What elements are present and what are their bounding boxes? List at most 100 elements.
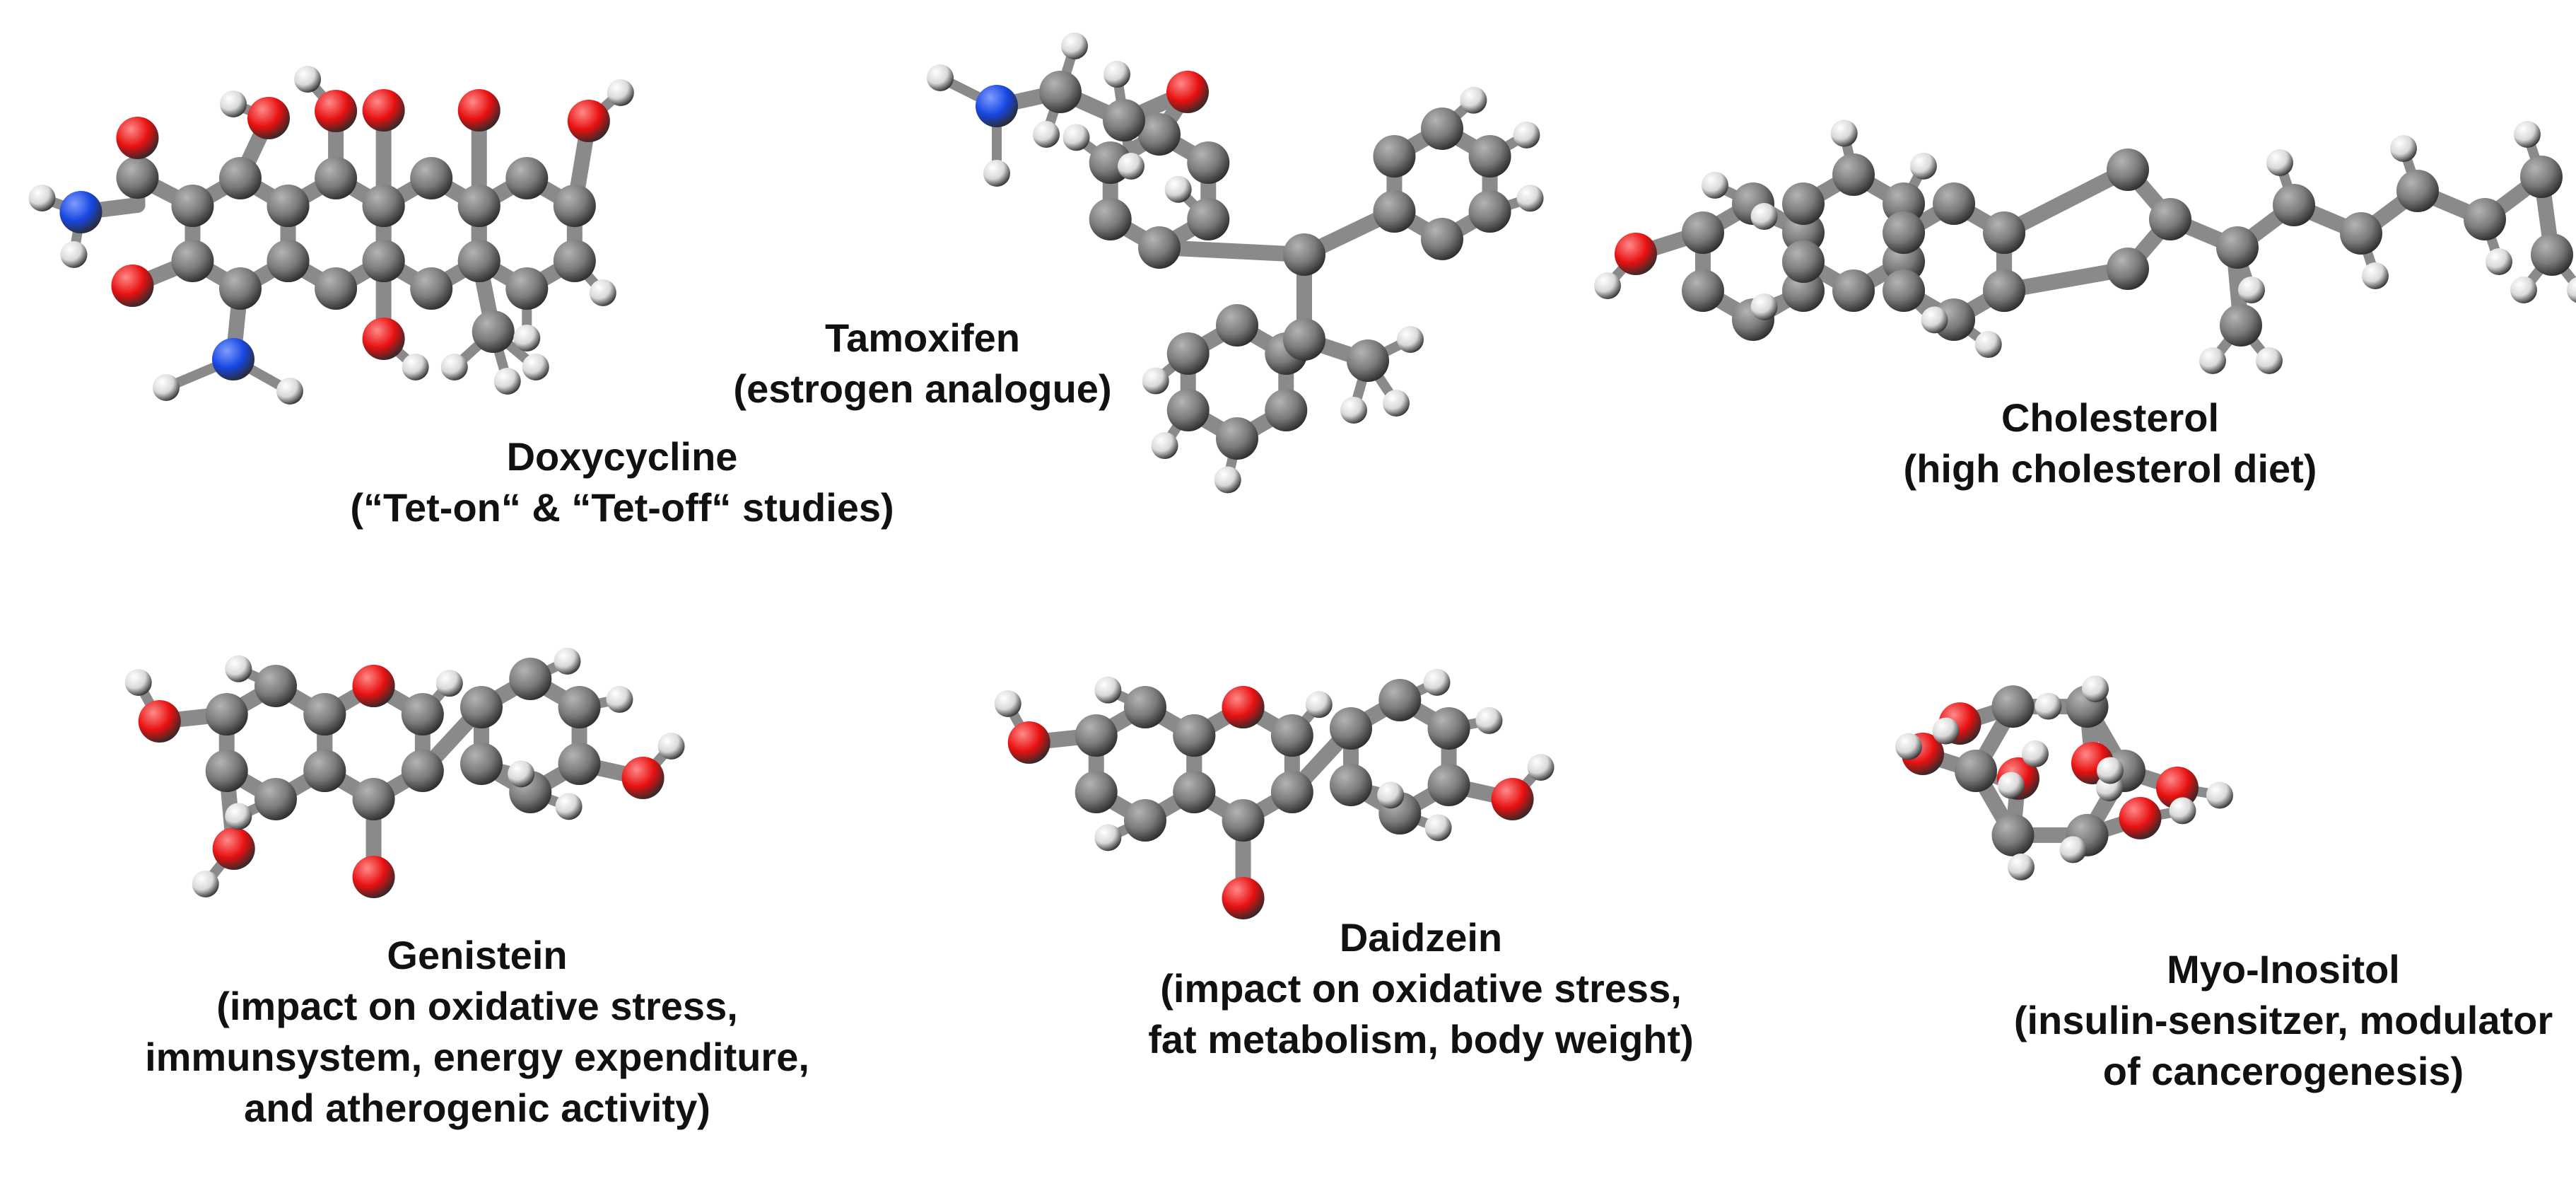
myo-inositol-atom-C — [1955, 750, 1997, 792]
doxycycline-atom-C — [505, 157, 549, 199]
myo-inositol-atom-H — [2097, 757, 2124, 784]
daidzein-atom-H — [1527, 754, 1555, 781]
tamoxifen-atom-C — [1373, 135, 1416, 178]
genistein-name: Genistein — [387, 933, 568, 977]
myo-inositol-atom-C — [1991, 685, 2035, 728]
myo-inositol-atom-H — [2206, 781, 2233, 809]
cholesterol-atom-C — [1933, 298, 1976, 341]
myo-inositol-atom-H — [1932, 717, 1960, 745]
daidzein-description-line-1: (impact on oxidative stress, — [1160, 966, 1682, 1011]
tamoxifen-atom-C — [1421, 218, 1463, 260]
myo-inositol-description-line-1: (insulin-sensitzer, modulator — [2013, 998, 2553, 1042]
cholesterol-atom-O — [1614, 233, 1657, 275]
doxycycline-atom-H — [402, 354, 429, 380]
doxycycline-atom-O — [116, 117, 159, 159]
tamoxifen-atom-C — [1103, 99, 1145, 141]
genistein-atom-C — [303, 693, 346, 735]
doxycycline-atom-C — [457, 185, 500, 227]
daidzein-atom-H — [1094, 824, 1122, 851]
doxycycline-caption: Doxycycline (“Tet-on“ & “Tet-off“ studie… — [350, 431, 894, 533]
cholesterol-atom-C — [1883, 269, 1926, 312]
tamoxifen-bond — [1152, 240, 1312, 262]
myo-inositol-atom-H — [2008, 853, 2035, 880]
tamoxifen-atom-C — [1283, 318, 1325, 361]
daidzein-atom-O — [1222, 686, 1265, 728]
doxycycline-atom-H — [276, 378, 303, 405]
cholesterol-atom-H — [1830, 120, 1858, 147]
daidzein-atom-H — [1424, 814, 1452, 842]
genistein-description-line-3: and atherogenic activity) — [244, 1086, 710, 1130]
daidzein-atom-C — [1427, 764, 1470, 806]
genistein-atom-H — [435, 670, 463, 697]
cholesterol-atom-H — [1593, 272, 1621, 299]
genistein-atom-C — [352, 778, 395, 820]
cholesterol-atom-C — [1832, 269, 1875, 312]
doxycycline-name: Doxycycline — [506, 434, 738, 479]
cholesterol-atom-H — [2510, 277, 2537, 303]
cholesterol-atom-C — [1933, 182, 1976, 225]
daidzein-atom-H — [994, 690, 1021, 717]
cholesterol-atom-C — [1782, 211, 1825, 254]
cholesterol-atom-C — [1983, 269, 2026, 312]
daidzein-atom-C — [1427, 707, 1470, 750]
cholesterol-atom-C — [1883, 211, 1926, 254]
doxycycline-atom-C — [116, 156, 159, 199]
daidzein-atom-C — [1222, 799, 1265, 842]
cholesterol-atom-C — [1832, 153, 1875, 196]
doxycycline-atom-N — [59, 191, 103, 233]
genistein-atom-C — [558, 743, 601, 785]
daidzein-atom-C — [1378, 679, 1422, 721]
doxycycline-atom-H — [493, 368, 521, 395]
daidzein-atom-C — [1075, 771, 1118, 813]
cholesterol-atom-C — [2396, 170, 2439, 212]
genistein-description-line-2: immunsystem, energy expenditure, — [145, 1035, 809, 1079]
daidzein-atom-C — [1329, 764, 1372, 806]
daidzein-atom-O — [1007, 721, 1050, 764]
daidzein-atom-H — [1377, 781, 1405, 809]
cholesterol-atom-C — [1782, 182, 1825, 225]
cholesterol-atom-C — [2531, 233, 2573, 276]
tamoxifen-atom-H — [983, 160, 1010, 187]
doxycycline-atom-O — [247, 97, 290, 139]
tamoxifen-atom-C — [1187, 198, 1230, 240]
doxycycline-atom-C — [171, 185, 214, 227]
tamoxifen-atom-H — [1033, 121, 1060, 148]
cholesterol-atom-H — [1909, 152, 1937, 180]
doxycycline-atom-H — [60, 241, 88, 268]
cholesterol-atom-H — [2567, 277, 2576, 303]
genistein-atom-H — [555, 793, 582, 820]
tamoxifen-atom-C — [1166, 332, 1210, 375]
genistein-atom-O — [621, 757, 665, 799]
tamoxifen-atom-H — [1460, 86, 1487, 114]
tamoxifen-atom-H — [1062, 124, 1090, 151]
daidzein-atom-C — [1173, 771, 1216, 813]
cholesterol-name: Cholesterol — [2001, 395, 2220, 440]
tamoxifen-atom-C — [1089, 198, 1132, 240]
doxycycline-atom-N — [212, 338, 254, 380]
doxycycline-atom-C — [219, 157, 262, 199]
daidzein-atom-H — [1423, 668, 1451, 696]
cholesterol-atom-C — [2273, 184, 2315, 226]
tamoxifen-atom-C — [1265, 389, 1308, 431]
daidzein-name: Daidzein — [1339, 915, 1503, 960]
doxycycline-atom-C — [315, 157, 358, 199]
daidzein-description-line-2: fat metabolism, body weight) — [1148, 1017, 1694, 1062]
genistein-atom-O — [212, 827, 255, 870]
daidzein-atom-O — [1491, 778, 1534, 820]
myo-inositol-atom-H — [2035, 692, 2062, 720]
tamoxifen-atom-H — [1061, 33, 1088, 59]
cholesterol-atom-C — [2216, 226, 2259, 269]
doxycycline-atom-H — [513, 325, 541, 351]
doxycycline-atom-C — [457, 240, 500, 282]
myo-inositol-atom-C — [1991, 813, 2035, 856]
doxycycline-atom-O — [362, 89, 405, 132]
tamoxifen-atom-H — [1142, 367, 1169, 395]
cholesterol-atom-H — [2256, 347, 2283, 374]
tamoxifen-atom-C — [1216, 304, 1258, 347]
myo-inositol-name: Myo-Inositol — [2167, 947, 2400, 991]
myo-inositol-atom-H — [2059, 836, 2087, 863]
tamoxifen-description: (estrogen analogue) — [733, 366, 1112, 411]
genistein-atom-H — [124, 669, 152, 696]
daidzein-atom-C — [1124, 686, 1166, 728]
cholesterol-atom-H — [2238, 277, 2265, 303]
